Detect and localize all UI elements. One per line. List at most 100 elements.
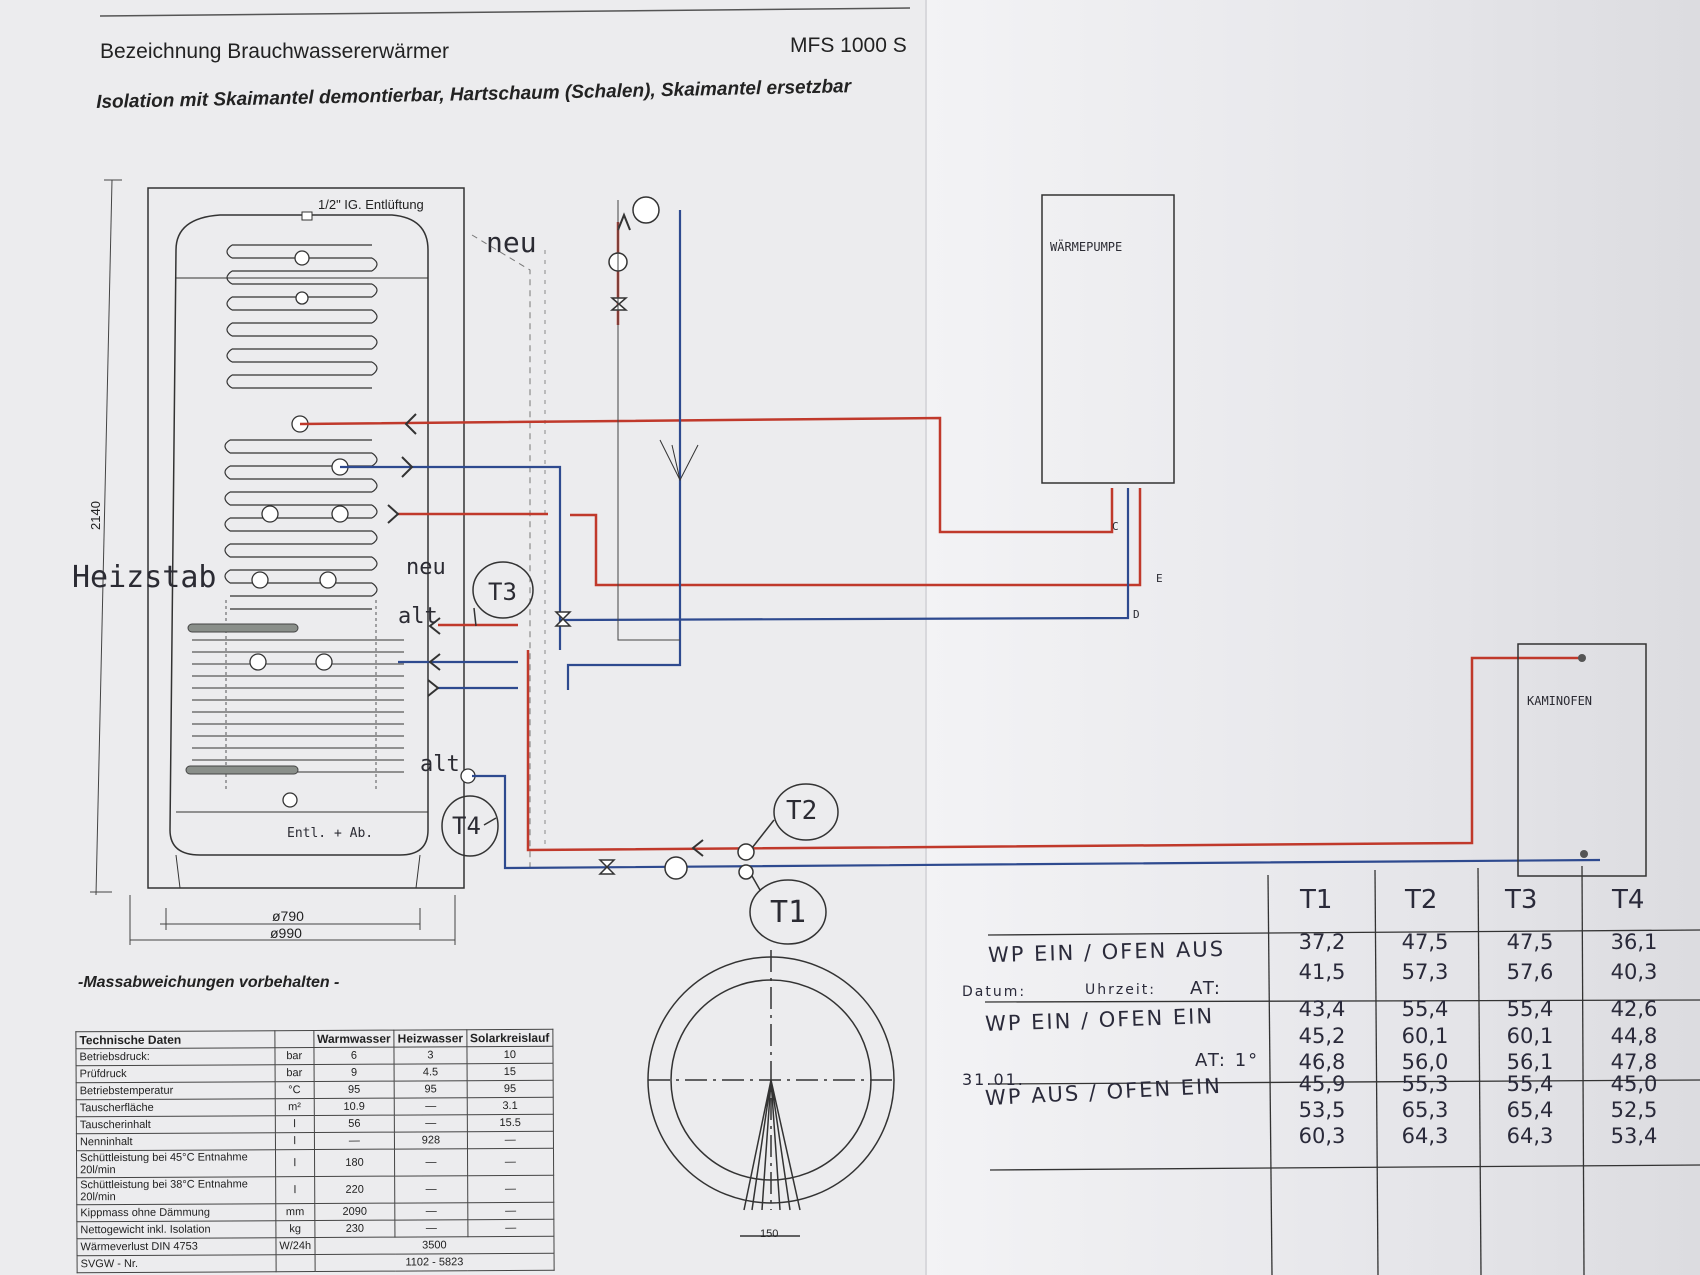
measurement-cell: 64,3 (1506, 1124, 1554, 1148)
tech-cell (275, 1254, 315, 1272)
tech-cell: 230 (314, 1220, 396, 1238)
tech-cell: 95 (394, 1080, 467, 1099)
col-header-t2: T2 (1405, 885, 1438, 915)
tech-cell: W/24h (275, 1237, 315, 1255)
measurement-cell: 65,4 (1506, 1098, 1554, 1122)
tech-header: Technische Daten (75, 1030, 275, 1049)
tech-row: Schüttleistung bei 45°C Entnahme 20l/min… (76, 1148, 554, 1178)
tech-cell: 10 (466, 1046, 554, 1064)
label-at: AT: (1190, 978, 1222, 999)
tech-cell: SVGW - Nr. (77, 1254, 276, 1273)
tech-cell: Schüttleistung bei 45°C Entnahme 20l/min (76, 1149, 276, 1178)
tech-cell: — (467, 1175, 554, 1203)
tech-cell: — (395, 1219, 468, 1238)
tech-cell: Nenninhalt (76, 1132, 276, 1151)
tech-cell: — (394, 1097, 467, 1116)
tech-cell: 928 (394, 1131, 468, 1150)
paper-right-half (927, 0, 1700, 1275)
tech-cell: Kippmass ohne Dämmung (76, 1203, 276, 1222)
tech-cell: 3500 (314, 1236, 555, 1255)
measurement-cell: 55,4 (1506, 1072, 1554, 1096)
height-dimension: 2140 (88, 501, 103, 530)
tech-cell: 15 (466, 1063, 554, 1081)
measurement-cell: 65,3 (1401, 1098, 1449, 1122)
tech-cell: Nettogewicht inkl. Isolation (76, 1220, 276, 1239)
measurement-cell: 46,8 (1298, 1050, 1346, 1074)
tech-cell: l (275, 1149, 315, 1177)
measurement-cell: 47,5 (1401, 930, 1449, 954)
tech-row: Schüttleistung bei 38°C Entnahme 20l/min… (76, 1175, 554, 1205)
tech-cell: Prüfdruck (76, 1064, 275, 1083)
measurement-cell: 53,4 (1610, 1124, 1658, 1148)
sensor-t2: T2 (786, 796, 818, 826)
tech-cell: 56 (313, 1115, 395, 1133)
measurement-cell: 47,5 (1506, 930, 1554, 954)
tech-cell: l (275, 1176, 315, 1204)
measurement-cell: 57,6 (1506, 960, 1554, 984)
tech-cell: — (467, 1148, 554, 1176)
tech-cell: — (467, 1202, 554, 1220)
tech-cell: Wärmeverlust DIN 4753 (76, 1237, 276, 1256)
tech-cell: — (467, 1219, 554, 1237)
paper-fold (925, 0, 927, 1275)
tech-cell: 10.9 (313, 1098, 395, 1116)
middle-coil (224, 439, 378, 610)
measurement-cell: 36,1 (1610, 930, 1658, 954)
col-header-t4: T4 (1612, 885, 1645, 915)
tech-cell: 2090 (314, 1203, 396, 1221)
circulation-pump (664, 856, 688, 880)
diameter-outer: ø990 (270, 925, 302, 941)
measurement-cell: 57,3 (1401, 960, 1449, 984)
tech-cell: — (395, 1202, 468, 1221)
vent-label: 1/2" IG. Entlüftung (318, 197, 424, 212)
note-neu-top: neu (486, 226, 537, 259)
label-waermepumpe: WÄRMEPUMPE (1050, 240, 1123, 254)
measurement-cell: 45,0 (1610, 1072, 1658, 1096)
measurement-cell: 56,0 (1401, 1050, 1449, 1074)
tech-cell: Tauscherfläche (76, 1098, 276, 1117)
measurement-cell: 55,4 (1401, 997, 1449, 1021)
tech-cell: 4.5 (394, 1063, 467, 1082)
measurement-cell: 45,9 (1298, 1072, 1346, 1096)
drain-label: Entl. + Ab. (287, 826, 374, 841)
measurement-cell: 60,1 (1401, 1024, 1449, 1048)
label-date: 31.01. (962, 1070, 1025, 1089)
tech-cell: °C (274, 1081, 314, 1099)
measurement-cell: 52,5 (1610, 1098, 1658, 1122)
tech-header (274, 1030, 314, 1048)
tank-outline (147, 187, 465, 889)
tech-cell: Betriebstemperatur (76, 1081, 276, 1100)
kaminofen-box (1517, 643, 1647, 877)
tech-cell: l (275, 1115, 315, 1133)
measurement-cell: 42,6 (1610, 997, 1658, 1021)
tech-cell: 15.5 (466, 1114, 554, 1132)
port-c: C (1112, 520, 1119, 533)
tech-row: SVGW - Nr. 1102 - 5823 (77, 1253, 555, 1273)
tech-header: Heizwasser (394, 1029, 467, 1048)
tech-cell: 180 (314, 1149, 395, 1177)
tech-data-table: Technische Daten Warmwasser Heizwasser S… (75, 1029, 555, 1273)
tech-cell: 95 (466, 1080, 554, 1098)
measurement-cell: 60,1 (1506, 1024, 1554, 1048)
sensor-t3: T3 (488, 578, 517, 606)
tech-cell: Betriebsdruck: (75, 1047, 275, 1066)
tech-header: Solarkreislauf (466, 1029, 553, 1047)
tech-cell: Schüttleistung bei 38°C Entnahme 20l/min (76, 1176, 276, 1205)
tech-header: Warmwasser (313, 1030, 395, 1048)
port-e: E (1156, 572, 1163, 585)
note-alt-low: alt (420, 752, 460, 777)
base-dimension: 150 (760, 1228, 779, 1240)
tech-cell: kg (275, 1220, 315, 1238)
label-datum: Datum: (962, 984, 1027, 1000)
lower-coil (192, 600, 404, 790)
tech-cell: 1102 - 5823 (314, 1253, 555, 1272)
model-number: MFS 1000 S (790, 34, 907, 57)
measurement-cell: 64,3 (1401, 1124, 1449, 1148)
tech-cell: — (394, 1114, 468, 1133)
label-at-1: AT: 1° (1195, 1050, 1260, 1071)
tech-cell: Tauscherinhalt (76, 1115, 276, 1134)
tech-cell: — (394, 1148, 468, 1177)
tech-cell: bar (274, 1064, 314, 1082)
